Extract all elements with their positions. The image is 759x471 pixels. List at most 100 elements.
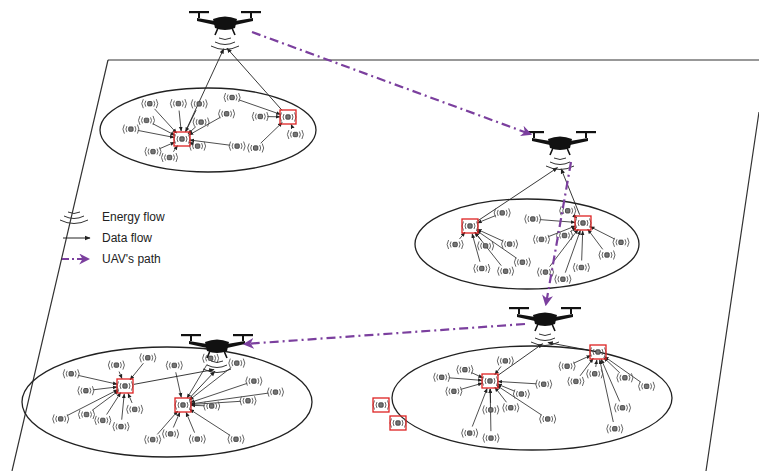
- data-flow-line: [189, 371, 215, 398]
- sensor-node: [498, 267, 514, 276]
- isolated-sensor: [373, 401, 389, 410]
- energy-flow-waves: [211, 38, 239, 50]
- data-flow-line: [122, 394, 125, 420]
- data-flow-line: [78, 375, 117, 384]
- sensor-node: [434, 373, 450, 382]
- data-flow-line: [119, 372, 122, 379]
- cluster-region: [415, 199, 639, 289]
- sensor-node: [163, 429, 179, 438]
- sensor-node: [145, 435, 161, 444]
- sensor-node: [568, 377, 584, 386]
- sensor-node: [457, 365, 473, 374]
- legend-sample: [60, 251, 94, 267]
- cluster-head: [482, 377, 498, 386]
- sensor-node: [166, 361, 182, 370]
- cluster-head-frame: [482, 374, 498, 388]
- legend-sample: [60, 230, 94, 246]
- sensor-node: [607, 424, 623, 433]
- sensor-node: [79, 410, 95, 419]
- uav-drone: [509, 307, 581, 331]
- cluster-head: [575, 219, 591, 228]
- data-flow-line: [159, 142, 174, 149]
- legend: Energy flowData flowUAV's path: [60, 206, 167, 269]
- cluster: [22, 334, 312, 457]
- cluster-head-frame: [280, 110, 296, 124]
- sensor-node: [78, 386, 94, 395]
- sensor-node: [534, 235, 550, 244]
- legend-row: UAV's path: [60, 248, 167, 269]
- sensor-node: [127, 405, 143, 414]
- sensor-node: [246, 377, 262, 386]
- data-flow-line: [189, 117, 221, 135]
- data-flow-line: [107, 393, 121, 415]
- legend-text: Data flow: [100, 231, 154, 245]
- data-flow-line: [497, 344, 542, 376]
- sensor-node: [287, 130, 303, 139]
- sensor-node: [229, 359, 245, 368]
- cluster-head-frame: [462, 219, 478, 233]
- data-flow-line: [189, 367, 231, 400]
- sensor-node: [615, 403, 631, 412]
- data-flow-line: [155, 109, 177, 133]
- sensor-node: [170, 99, 186, 108]
- sensor-node: [229, 142, 245, 151]
- cluster-head: [174, 135, 190, 144]
- sensor-node: [123, 125, 139, 134]
- sensor-node: [573, 263, 589, 272]
- sensor-node: [145, 147, 161, 156]
- data-flow-line: [498, 381, 537, 383]
- sensor-clusters: [22, 11, 672, 457]
- data-flow-line: [573, 355, 590, 363]
- cluster: [392, 307, 672, 450]
- uav-drone: [524, 131, 596, 155]
- data-flow-line: [590, 227, 615, 239]
- data-flow-line: [67, 390, 118, 416]
- data-flow-line: [130, 363, 143, 380]
- data-flow-line: [472, 234, 480, 262]
- cluster-head-frame: [174, 132, 190, 146]
- sensor-node: [502, 240, 518, 249]
- cluster-region: [22, 347, 312, 457]
- data-flow-line: [495, 387, 507, 402]
- sensor-node: [224, 93, 240, 102]
- data-flow-line: [138, 130, 174, 137]
- cluster-region: [392, 346, 672, 450]
- data-flow-line: [93, 387, 117, 390]
- sensor-node: [478, 241, 494, 250]
- data-flow-line: [497, 384, 514, 391]
- cluster-head-frame: [575, 216, 591, 230]
- uav-drone: [181, 334, 253, 358]
- uav-drone: [189, 11, 261, 35]
- legend-row: Energy flow: [60, 206, 167, 227]
- data-flow-line: [600, 360, 614, 422]
- data-flow-line: [267, 116, 280, 117]
- sensor-node: [268, 388, 284, 397]
- sensor-node: [536, 380, 552, 389]
- cluster-head-frame: [175, 398, 191, 412]
- legend-sample: [60, 209, 94, 225]
- data-flow-line: [134, 370, 214, 385]
- cluster-head: [462, 222, 478, 231]
- cluster: [100, 11, 316, 172]
- sensor-node: [474, 264, 490, 273]
- sensor-node: [219, 109, 235, 118]
- data-flow-line: [128, 393, 132, 403]
- data-flow-line: [477, 168, 557, 221]
- data-flow-line: [540, 220, 575, 223]
- cluster-head: [175, 401, 191, 410]
- sensor-node: [95, 416, 111, 425]
- legend-text: Energy flow: [100, 210, 167, 224]
- uav-path: [245, 32, 571, 344]
- data-flow-line: [291, 124, 293, 128]
- data-flow-line: [477, 229, 503, 241]
- sensor-node: [494, 208, 510, 217]
- isolated-sensor-frame: [373, 398, 389, 412]
- cluster-head: [280, 113, 296, 122]
- data-flow-line: [186, 412, 194, 432]
- data-flow-line: [186, 49, 224, 131]
- legend-text: UAV's path: [100, 252, 163, 266]
- sensor-node: [139, 116, 155, 125]
- isolated-sensor: [390, 419, 406, 428]
- data-flow-line: [477, 231, 517, 259]
